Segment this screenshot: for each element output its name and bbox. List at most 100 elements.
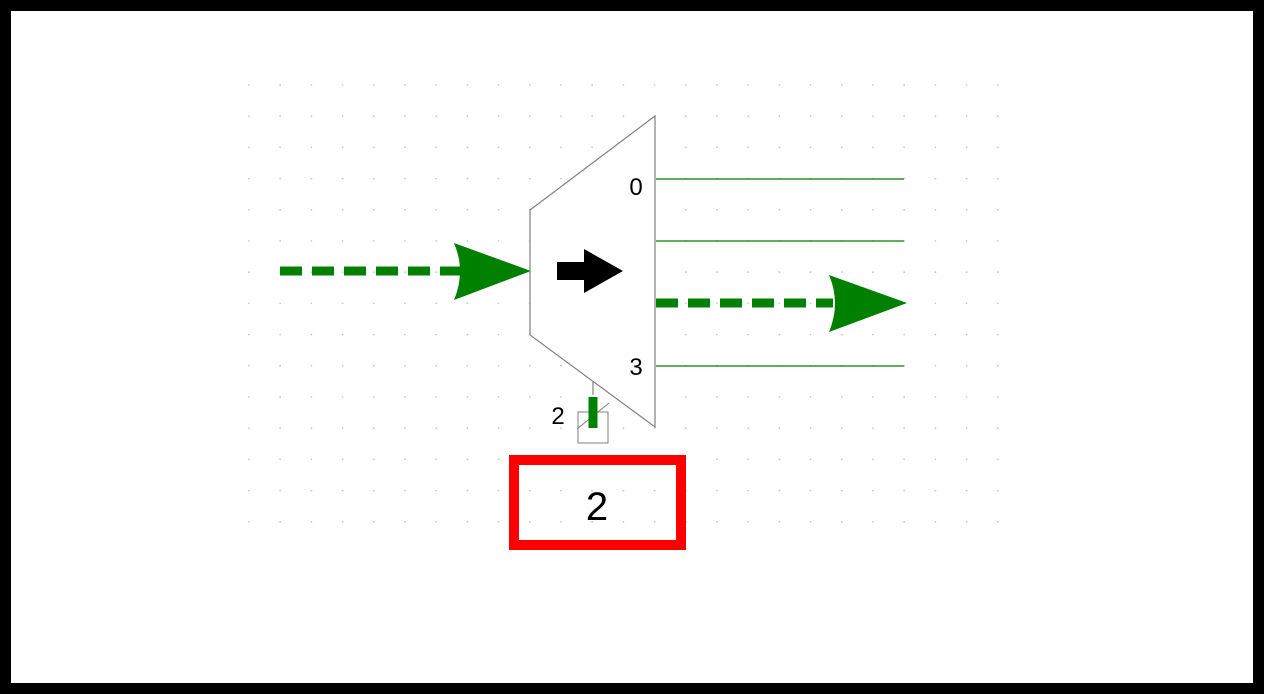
grid-dot xyxy=(310,177,313,180)
grid-dot xyxy=(934,364,937,367)
grid-dot xyxy=(840,427,843,430)
grid-dot xyxy=(996,208,999,211)
grid-dot xyxy=(466,364,469,367)
grid-dot xyxy=(809,333,812,336)
grid-dot xyxy=(404,271,406,274)
grid-dot xyxy=(372,240,375,242)
output-wire-2[interactable] xyxy=(656,275,907,332)
grid-dot xyxy=(279,84,282,86)
select-input[interactable]: 2 xyxy=(551,382,610,444)
grid-dot xyxy=(248,146,250,149)
grid-dot xyxy=(591,115,594,118)
grid-dot xyxy=(248,396,250,398)
grid-dot xyxy=(310,208,313,211)
grid-dot xyxy=(934,427,937,430)
grid-dot xyxy=(341,396,344,398)
grid-dot xyxy=(840,458,843,461)
grid-dot xyxy=(435,489,438,492)
grid-dot xyxy=(248,84,250,86)
grid-dot xyxy=(934,302,937,305)
grid-dot xyxy=(840,115,843,118)
grid-dot xyxy=(497,240,500,242)
grid-dot xyxy=(872,146,874,149)
grid-dot xyxy=(279,364,282,367)
grid-dot xyxy=(341,427,344,430)
grid-dot xyxy=(934,177,937,180)
grid-dot xyxy=(840,271,843,274)
grid-dot xyxy=(528,84,531,86)
grid-dot xyxy=(591,84,594,86)
circuit-diagram: 0 3 2 2 xyxy=(248,84,999,550)
grid-dot xyxy=(341,146,344,149)
grid-dot xyxy=(279,146,282,149)
grid-dot xyxy=(747,208,750,211)
grid-dot xyxy=(466,396,469,398)
grid-dot xyxy=(341,364,344,367)
grid-dot xyxy=(372,364,375,367)
grid-dot xyxy=(341,271,344,274)
grid-dot xyxy=(466,520,469,523)
grid-dot xyxy=(466,427,469,430)
grid-dot xyxy=(404,520,406,523)
grid-dot xyxy=(248,115,250,118)
grid-dot xyxy=(778,115,781,118)
input-bus-wire[interactable] xyxy=(280,243,531,300)
grid-dot xyxy=(716,333,718,336)
grid-dot xyxy=(809,520,812,523)
grid-dot xyxy=(310,115,313,118)
grid-dot xyxy=(560,489,562,492)
grid-dot xyxy=(497,146,500,149)
grid-dot xyxy=(279,458,282,461)
grid-dot xyxy=(809,302,812,305)
grid-dot xyxy=(310,396,313,398)
grid-dot xyxy=(716,84,718,86)
grid-dot xyxy=(435,427,438,430)
grid-dot xyxy=(248,364,250,367)
grid-dot xyxy=(497,177,500,180)
grid-dot xyxy=(684,208,687,211)
grid-dot xyxy=(279,302,282,305)
grid-dot xyxy=(248,208,250,211)
grid-dot xyxy=(778,146,781,149)
grid-dot xyxy=(872,333,874,336)
grid-dot xyxy=(372,208,375,211)
grid-dot xyxy=(809,427,812,430)
grid-dot xyxy=(404,427,406,430)
grid-dot xyxy=(934,520,937,523)
grid-dot xyxy=(404,396,406,398)
highlight-box: 2 xyxy=(509,455,686,550)
grid-dot xyxy=(528,177,531,180)
grid-dot xyxy=(996,489,999,492)
grid-dot xyxy=(497,520,500,523)
grid-dot xyxy=(996,146,999,149)
grid-dot xyxy=(435,84,438,86)
grid-dot xyxy=(778,396,781,398)
grid-dot xyxy=(684,271,687,274)
grid-dot xyxy=(934,333,937,336)
grid-dot xyxy=(872,427,874,430)
grid-dot xyxy=(965,84,968,86)
grid-dot xyxy=(809,489,812,492)
grid-dot xyxy=(996,177,999,180)
grid-dot xyxy=(622,427,625,430)
grid-dot xyxy=(341,302,344,305)
grid-dot xyxy=(560,427,562,430)
grid-dot xyxy=(497,427,500,430)
grid-dot xyxy=(840,396,843,398)
grid-dot xyxy=(653,489,656,492)
grid-dot xyxy=(497,333,500,336)
demultiplexer[interactable]: 0 3 xyxy=(529,114,656,429)
grid-dot xyxy=(996,271,999,274)
grid-dot xyxy=(404,333,406,336)
grid-dot xyxy=(248,177,250,180)
grid-dot xyxy=(996,458,999,461)
grid-dot xyxy=(996,520,999,523)
grid-dot xyxy=(341,489,344,492)
grid-dot xyxy=(622,84,625,86)
grid-dot xyxy=(778,333,781,336)
grid-dot xyxy=(747,333,750,336)
grid-dot xyxy=(279,333,282,336)
grid-dot xyxy=(497,364,500,367)
grid-dot xyxy=(372,146,375,149)
grid-dot xyxy=(310,302,313,305)
